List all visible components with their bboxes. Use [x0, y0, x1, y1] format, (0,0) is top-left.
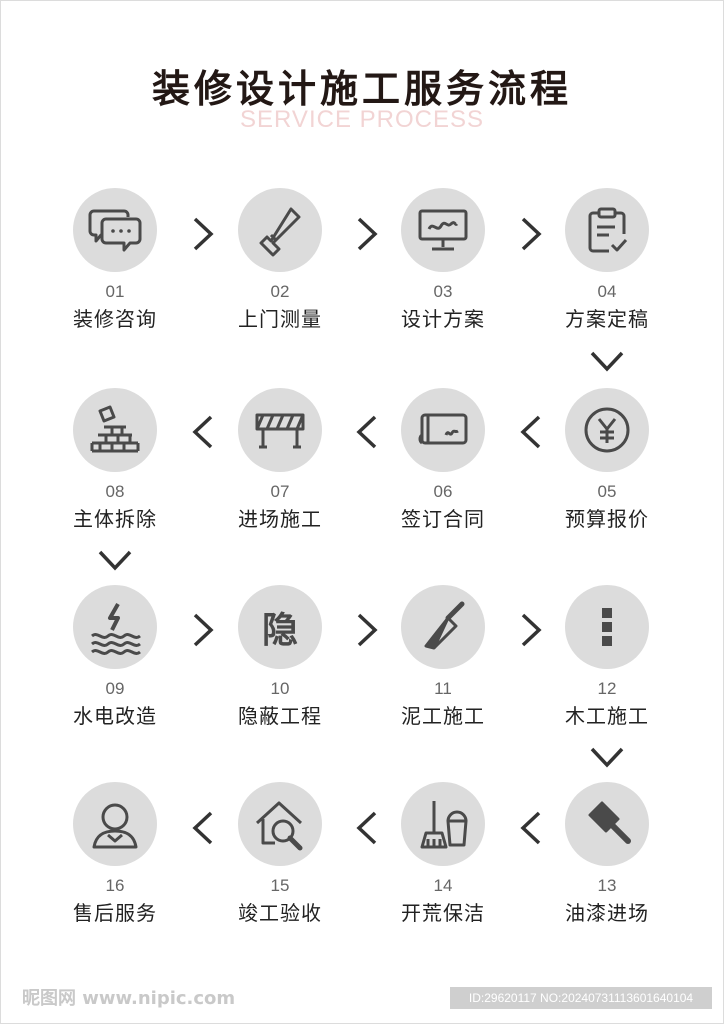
water-electric-icon [91, 603, 141, 655]
step-12: 12 木工施工 [542, 585, 672, 728]
step-number: 13 [597, 876, 617, 895]
barrier-icon [255, 413, 305, 449]
step-number: 07 [270, 482, 290, 501]
step-number: 12 [597, 679, 617, 698]
step-02: 02 上门测量 [215, 188, 345, 331]
step-label: 签订合同 [401, 507, 485, 531]
step-label: 主体拆除 [73, 507, 157, 531]
step-15: 15 竣工验收 [215, 782, 345, 925]
step-number: 14 [433, 876, 453, 895]
step-01: 01 装修咨询 [50, 188, 180, 331]
step-02-circle [238, 188, 322, 272]
step-number: 04 [597, 282, 617, 301]
step-number: 02 [270, 282, 290, 301]
service-person-icon [92, 803, 138, 849]
arrow-left-icon [520, 414, 542, 450]
arrow-right-icon [356, 612, 378, 648]
step-number: 16 [105, 876, 125, 895]
step-number: 11 [434, 679, 452, 698]
step-number: 15 [270, 876, 290, 895]
yen-coin-icon [584, 407, 630, 453]
step-label: 售后服务 [73, 901, 157, 925]
arrow-right-icon [520, 216, 542, 252]
broom-bucket-icon [420, 801, 468, 849]
step-number: 08 [105, 482, 125, 501]
step-label: 隐蔽工程 [238, 704, 322, 728]
step-label: 泥工施工 [401, 704, 485, 728]
step-15-circle [238, 782, 322, 866]
step-number: 03 [433, 282, 453, 301]
step-label: 上门测量 [238, 307, 322, 331]
step-11: 11 泥工施工 [378, 585, 508, 728]
step-07: 07 进场施工 [215, 388, 345, 531]
house-magnifier-icon [255, 801, 303, 851]
paint-roller-icon [588, 801, 631, 844]
arrow-left-icon [356, 810, 378, 846]
step-08: 08 主体拆除 [50, 388, 180, 531]
step-number: 06 [433, 482, 453, 501]
step-label: 油漆进场 [565, 901, 649, 925]
step-03: 03 设计方案 [378, 188, 508, 331]
step-05: 05 预算报价 [542, 388, 672, 531]
arrow-right-icon [356, 216, 378, 252]
step-label: 木工施工 [565, 704, 649, 728]
step-label: 水电改造 [73, 704, 157, 728]
arrow-left-icon [192, 414, 214, 450]
step-13-circle [565, 782, 649, 866]
chat-icon [88, 209, 142, 252]
step-14-circle [401, 782, 485, 866]
watermark-text: 昵图网 www.nipic.com [22, 988, 236, 1009]
bricks-icon [90, 405, 140, 453]
arrow-left-icon [520, 810, 542, 846]
arrow-right-icon [520, 612, 542, 648]
page-title: 装修设计施工服务流程 [151, 67, 572, 111]
step-16-circle [73, 782, 157, 866]
step-11-circle [401, 585, 485, 669]
image-id-text: ID:29620117 NO:20240731113601640104 [450, 987, 712, 1009]
clipboard-check-icon [588, 207, 628, 253]
arrow-right-icon [192, 216, 214, 252]
step-label: 进场施工 [238, 507, 322, 531]
step-09: 09 水电改造 [50, 585, 180, 728]
arrow-left-icon [356, 414, 378, 450]
step-number: 10 [270, 679, 290, 698]
step-label: 方案定稿 [565, 307, 649, 331]
arrow-down-icon [97, 549, 133, 571]
step-10: 隐 10 隐蔽工程 [215, 585, 345, 728]
page-subtitle: SERVICE PROCESS [240, 106, 484, 133]
contract-scroll-icon [418, 413, 468, 445]
arrow-down-icon [589, 746, 625, 768]
step-09-circle [73, 585, 157, 669]
arrow-left-icon [192, 810, 214, 846]
monitor-icon [418, 209, 468, 251]
square-ruler-icon [259, 207, 301, 257]
step-04: 04 方案定稿 [542, 188, 672, 331]
step-label: 装修咨询 [73, 307, 157, 331]
step-16: 16 售后服务 [50, 782, 180, 925]
step-06-circle [401, 388, 485, 472]
trowel-icon [424, 601, 465, 650]
step-05-circle [565, 388, 649, 472]
step-number: 01 [105, 282, 125, 301]
step-13: 13 油漆进场 [542, 782, 672, 925]
arrow-down-icon [589, 350, 625, 372]
step-06: 06 签订合同 [378, 388, 508, 531]
step-14: 14 开荒保洁 [378, 782, 508, 925]
step-03-circle [401, 188, 485, 272]
step-10-circle: 隐 [238, 585, 322, 669]
step-label: 开荒保洁 [401, 901, 485, 925]
step-number: 09 [105, 679, 125, 698]
step-08-circle [73, 388, 157, 472]
step-01-circle [73, 188, 157, 272]
hidden-char-icon: 隐 [261, 610, 298, 651]
step-12-circle [565, 585, 649, 669]
step-label: 竣工验收 [238, 901, 322, 925]
step-number: 05 [597, 482, 617, 501]
arrow-right-icon [192, 612, 214, 648]
step-label: 预算报价 [565, 507, 649, 531]
wood-plank-icon [602, 608, 612, 646]
step-04-circle [565, 188, 649, 272]
step-07-circle [238, 388, 322, 472]
step-label: 设计方案 [401, 307, 485, 331]
